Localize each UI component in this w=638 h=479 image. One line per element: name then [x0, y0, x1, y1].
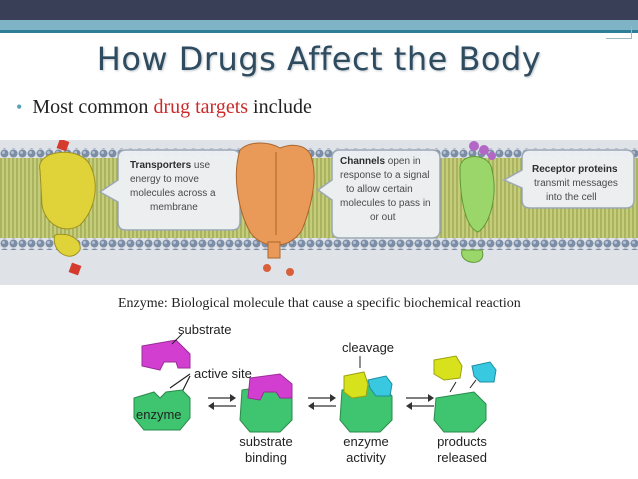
svg-text:response to a signal: response to a signal: [340, 170, 430, 181]
substrate-shape: [141, 339, 191, 371]
stage2-line2: activity: [346, 450, 386, 465]
cleavage-label: cleavage: [342, 340, 394, 355]
svg-text:molecules to pass in: molecules to pass in: [340, 198, 431, 209]
svg-text:or out: or out: [370, 212, 396, 223]
svg-text:molecules across a: molecules across a: [130, 188, 216, 199]
enzyme-definition: Enzyme: Biological molecule that cause a…: [118, 296, 521, 311]
enzyme-substrate-complex: [239, 373, 293, 433]
stage3-line1: products: [437, 434, 487, 449]
enzyme-shape: [133, 389, 191, 431]
enzyme-reaction-diagram: substrate active site enzyme cleavage: [133, 322, 497, 465]
substrate-label: substrate: [178, 322, 231, 337]
products-released: [433, 355, 497, 433]
receptors-callout: Receptor proteins transmit messages into…: [502, 149, 635, 209]
svg-text:transmit messages: transmit messages: [534, 178, 618, 189]
slide-header-bar: [0, 0, 638, 33]
stage2-line1: enzyme: [343, 434, 389, 449]
receptor-protein: [459, 141, 496, 263]
svg-text:Transporters use: Transporters use: [130, 160, 210, 171]
slide-title: How Drugs Affect the Body: [96, 40, 542, 78]
transporter-protein: [39, 140, 96, 276]
header-accent-stripe: [0, 20, 638, 30]
enzyme-activity-complex: [339, 371, 393, 433]
bullet-prefix: Most common: [32, 96, 154, 118]
stage1-line2: binding: [245, 450, 287, 465]
inner-lipid-heads: [0, 238, 638, 250]
bullet-item: • Most common drug targets include: [16, 96, 312, 119]
bullet-highlight: drug targets: [153, 96, 249, 118]
header-accent-line: [0, 30, 638, 33]
channel-protein: [235, 142, 315, 276]
enzyme-label: enzyme: [136, 407, 182, 422]
svg-text:to allow certain: to allow certain: [346, 184, 413, 195]
stage3-line2: released: [437, 450, 487, 465]
transporters-heading: Transporters: [130, 160, 192, 171]
svg-text:membrane: membrane: [150, 202, 198, 213]
channels-heading: Channels: [340, 156, 385, 167]
channels-callout: Channels open in response to a signal to…: [316, 149, 441, 239]
membrane-figure: Transporters use energy to move molecule…: [0, 140, 638, 285]
stage1-line1: substrate: [239, 434, 292, 449]
outer-lipid-heads: [0, 148, 638, 158]
svg-text:into the cell: into the cell: [546, 192, 597, 203]
equilibrium-arrow-3: [406, 394, 434, 410]
active-site-label: active site: [194, 366, 252, 381]
svg-text:Channels open in: Channels open in: [340, 156, 421, 167]
receptors-heading: Receptor proteins: [532, 164, 618, 175]
svg-text:energy to move: energy to move: [130, 174, 199, 185]
equilibrium-arrow-1: [208, 394, 236, 410]
bullet-dot-icon: •: [16, 97, 23, 117]
bullet-suffix: include: [248, 96, 312, 118]
transporters-callout: Transporters use energy to move molecule…: [98, 149, 241, 231]
corner-bracket: [606, 26, 632, 39]
equilibrium-arrow-2: [308, 394, 336, 410]
